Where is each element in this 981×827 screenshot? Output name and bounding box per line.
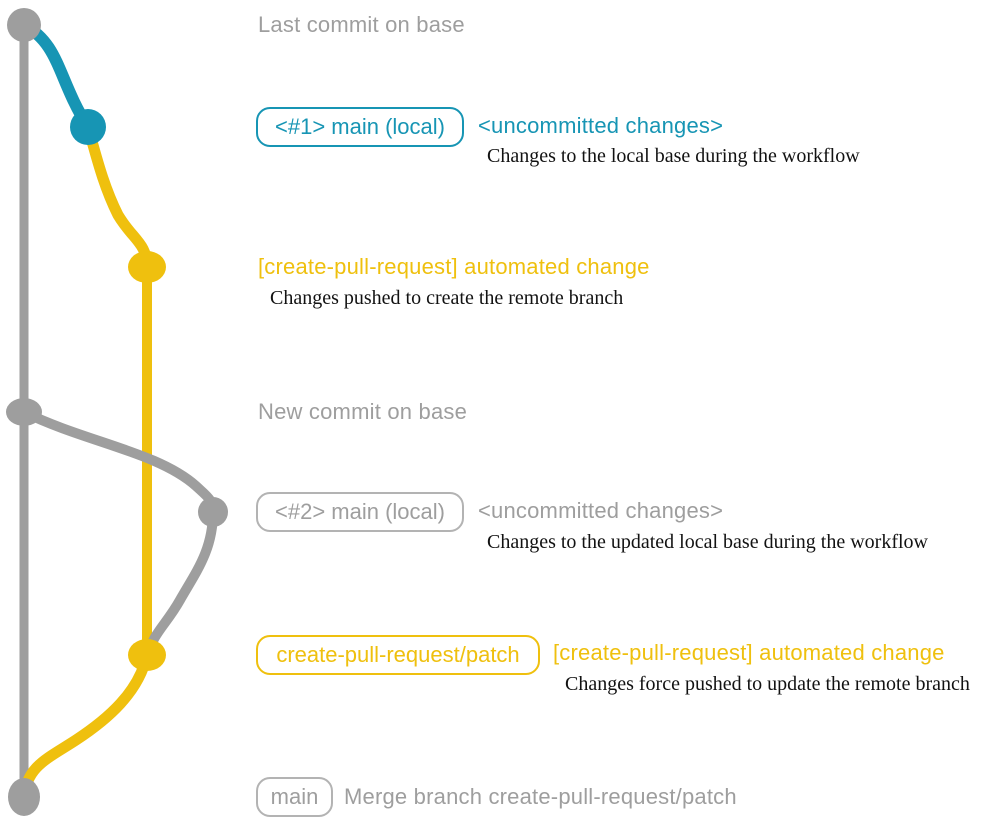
branch-badge-main-local-2: <#2> main (local) bbox=[256, 492, 464, 532]
edge-local-1-to-patch bbox=[82, 121, 153, 273]
commit-node-last-base bbox=[7, 8, 41, 42]
commit-node-automated-2 bbox=[128, 639, 166, 671]
commit-message-merge: Merge branch create-pull-request/patch bbox=[344, 784, 737, 809]
commit-node-main-local-1 bbox=[70, 109, 106, 145]
edge-local-2-to-patch bbox=[143, 507, 218, 660]
branch-badge-main-local-1-label: <#1> main (local) bbox=[275, 114, 445, 139]
annotation-new-commit-on-base: New commit on base bbox=[258, 399, 468, 424]
annotation-last-commit-on-base: Last commit on base bbox=[258, 12, 465, 37]
commit-node-automated-1 bbox=[128, 251, 166, 283]
description-automated-1: Changes pushed to create the remote bran… bbox=[270, 287, 624, 309]
branch-badge-create-pull-request-patch-label: create-pull-request/patch bbox=[276, 642, 520, 667]
description-automated-2: Changes force pushed to update the remot… bbox=[565, 673, 970, 695]
branch-badge-main-local-2-label: <#2> main (local) bbox=[275, 499, 445, 524]
commit-node-main-local-2 bbox=[198, 497, 228, 527]
description-local-base-2: Changes to the updated local base during… bbox=[487, 531, 928, 553]
branch-badge-create-pull-request-patch: create-pull-request/patch bbox=[256, 635, 540, 675]
commit-message-automated-1: [create-pull-request] automated change bbox=[258, 254, 650, 279]
branch-badge-main-label: main bbox=[270, 784, 319, 809]
commit-message-automated-2: [create-pull-request] automated change bbox=[553, 640, 945, 665]
description-local-base-1: Changes to the local base during the wor… bbox=[487, 145, 860, 167]
commit-node-new-base bbox=[6, 398, 42, 426]
status-uncommitted-changes-2: <uncommitted changes> bbox=[478, 498, 724, 523]
status-uncommitted-changes-1: <uncommitted changes> bbox=[478, 113, 724, 138]
edge-base-to-local-1 bbox=[18, 19, 94, 133]
branch-badge-main-local-1: <#1> main (local) bbox=[256, 107, 464, 147]
edge-patch-to-merge bbox=[18, 649, 153, 803]
commit-node-merge bbox=[8, 778, 40, 816]
branch-badge-main: main bbox=[256, 777, 333, 817]
edge-base-to-local-2 bbox=[19, 407, 218, 517]
